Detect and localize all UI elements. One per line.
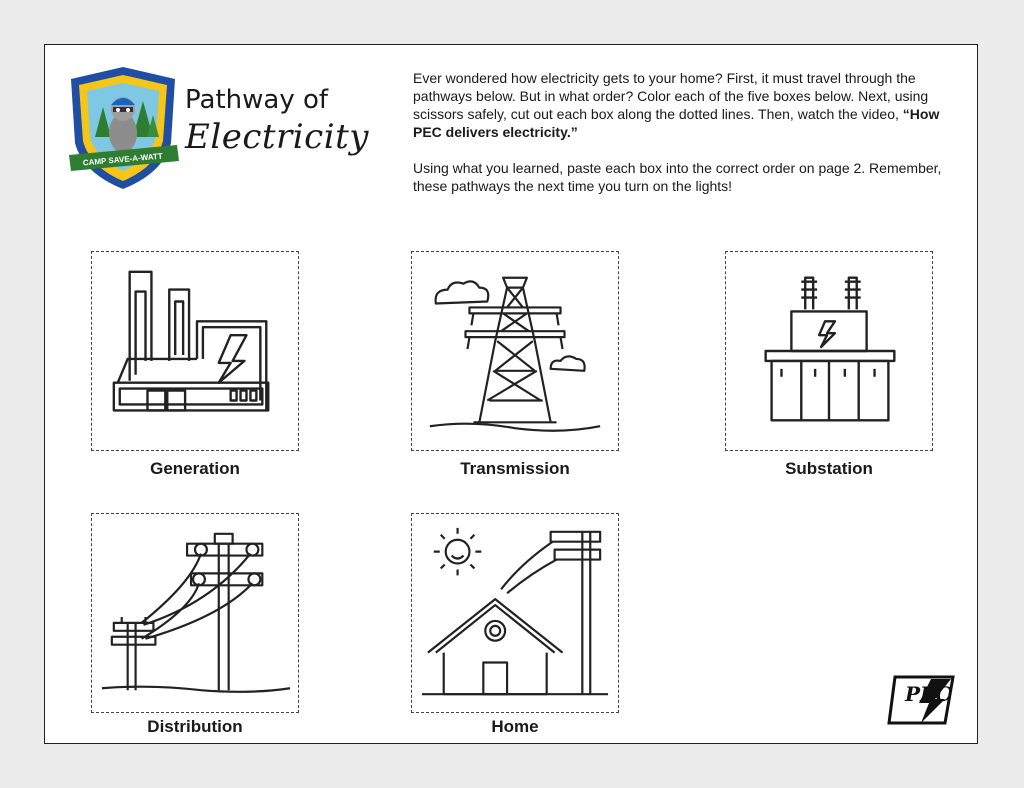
label-generation: Generation — [150, 459, 240, 478]
cutout-box-transmission[interactable] — [411, 251, 619, 451]
cutout-box-distribution[interactable] — [91, 513, 299, 713]
cutout-box-home[interactable] — [411, 513, 619, 713]
substation-transformer-icon — [764, 276, 896, 422]
pec-logo-text: PEC — [904, 682, 951, 706]
label-transmission: Transmission — [460, 459, 570, 478]
instructions-paragraph-1: Ever wondered how electricity gets to yo… — [413, 69, 963, 141]
page-title: Pathway of Electricity — [185, 85, 369, 157]
utility-poles-icon — [101, 532, 291, 693]
video-title: “How PEC delivers electricity.” — [413, 106, 940, 140]
instructions: Ever wondered how electricity gets to yo… — [413, 69, 963, 195]
house-icon — [421, 527, 609, 696]
label-substation: Substation — [785, 459, 873, 478]
label-home: Home — [491, 717, 539, 736]
instructions-paragraph-2: Using what you learned, paste each box i… — [413, 160, 942, 194]
label-distribution: Distribution — [147, 717, 243, 736]
pec-logo: PEC — [887, 673, 959, 727]
title-line-2: Electricity — [185, 117, 369, 157]
camp-logo: CAMP SAVE-A-WATT — [63, 63, 183, 193]
worksheet-page: CAMP SAVE-A-WATT Pathway of Electricity … — [44, 44, 978, 744]
transmission-tower-icon — [429, 276, 601, 432]
instructions-text: Ever wondered how electricity gets to yo… — [413, 70, 929, 122]
cutout-box-substation[interactable] — [725, 251, 933, 451]
power-plant-icon — [112, 270, 270, 412]
cutout-box-generation[interactable] — [91, 251, 299, 451]
title-line-1: Pathway of — [185, 85, 329, 115]
